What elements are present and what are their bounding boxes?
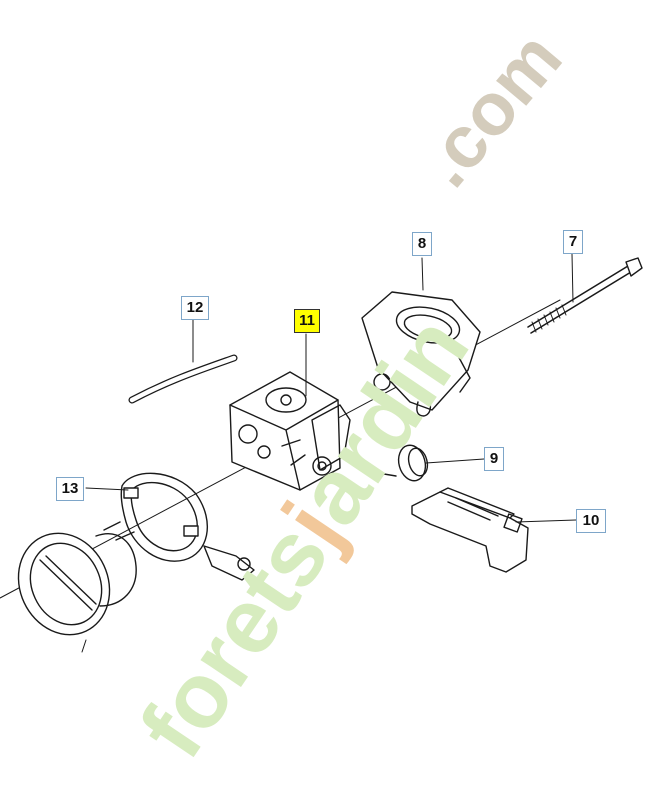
part-10-bracket: [411, 487, 529, 573]
callout-12[interactable]: 12: [181, 296, 209, 320]
intake-boot: [17, 521, 137, 653]
part-13-clamp: [120, 472, 255, 581]
callout-13[interactable]: 13: [56, 477, 84, 501]
part-7-bolt: [527, 257, 643, 334]
part-8-intake-adapter: [361, 291, 481, 417]
part-12-fuel-hose: [128, 354, 238, 404]
callout-10[interactable]: 10: [576, 509, 606, 533]
callout-8[interactable]: 8: [412, 232, 432, 256]
leader-lines: [85, 253, 577, 523]
callout-7[interactable]: 7: [563, 230, 583, 254]
part-9-fuel-filter: [359, 444, 429, 482]
part-11-carburettor: [229, 371, 351, 491]
callout-9[interactable]: 9: [484, 447, 504, 471]
callout-11[interactable]: 11: [294, 309, 320, 333]
